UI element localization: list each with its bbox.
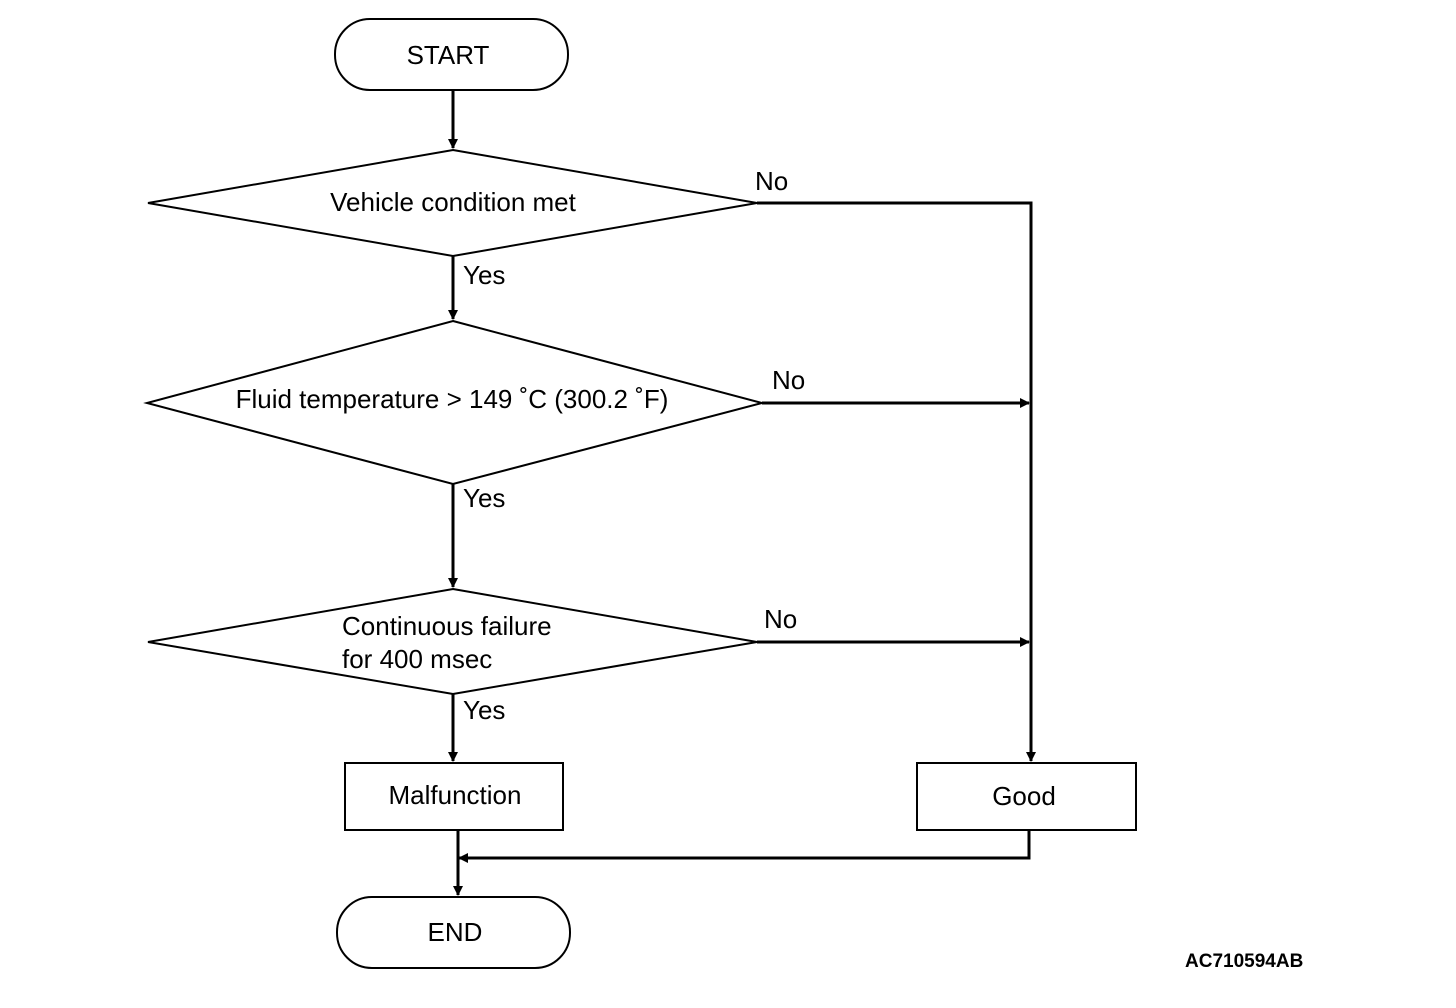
label-no-1: No: [755, 166, 788, 196]
decision-fluid-temperature: Fluid temperature > 149 ˚C (300.2 ˚F): [143, 319, 766, 486]
decision-vehicle-condition: Vehicle condition met: [147, 148, 758, 258]
figure-code: AC710594AB: [1185, 951, 1303, 972]
end-node: END: [336, 896, 571, 969]
edge-good-to-end: [458, 830, 1031, 863]
label-no-2: No: [772, 365, 805, 395]
decision-continuous-failure-label-2: for 400 msec: [342, 644, 492, 674]
good-node: Good: [916, 762, 1137, 831]
decision-continuous-failure-label-1: Continuous failure: [342, 611, 552, 641]
decision-fluid-temperature-label: Fluid temperature > 149 ˚C (300.2 ˚F): [236, 384, 669, 414]
label-yes-2: Yes: [463, 483, 505, 513]
start-node: START: [334, 18, 569, 91]
label-yes-1: Yes: [463, 260, 505, 290]
good-label: Good: [992, 781, 1056, 811]
label-no-3: No: [764, 604, 797, 634]
malfunction-node: Malfunction: [344, 762, 564, 831]
start-label: START: [407, 40, 490, 70]
decision-vehicle-condition-label: Vehicle condition met: [330, 187, 576, 217]
label-yes-3: Yes: [463, 695, 505, 725]
end-label: END: [428, 917, 483, 947]
edge-vehicle-no: [757, 201, 1036, 762]
decision-continuous-failure: Continuous failure for 400 msec: [147, 587, 758, 696]
malfunction-label: Malfunction: [389, 780, 522, 810]
